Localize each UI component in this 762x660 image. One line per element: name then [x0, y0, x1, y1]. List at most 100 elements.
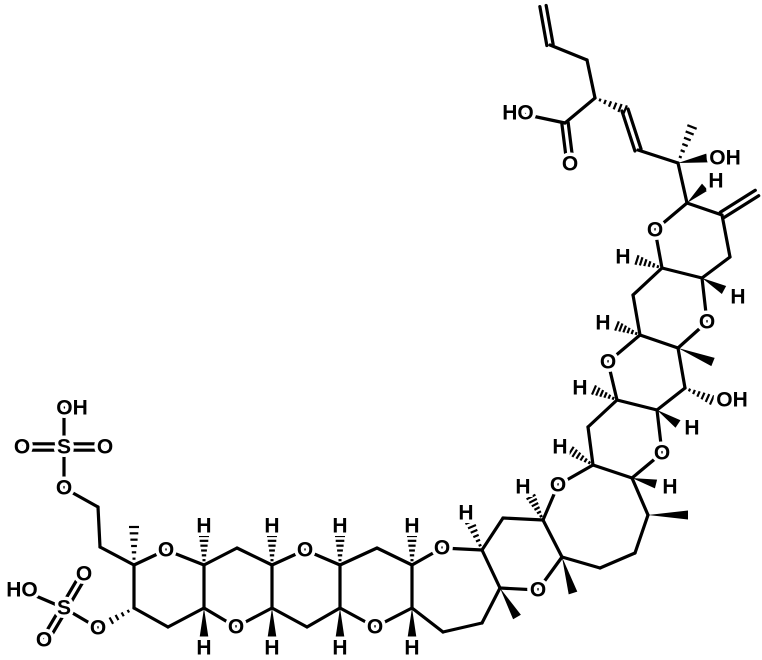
bond — [166, 606, 206, 629]
h-label: H — [708, 170, 723, 193]
hashed-bond — [126, 609, 131, 614]
oh-label: OH — [709, 147, 741, 170]
bond — [636, 148, 680, 165]
h-label: H — [615, 246, 630, 269]
bond — [544, 3, 555, 47]
hashed-bond — [685, 130, 695, 136]
sulfate-o-label: O — [76, 563, 92, 586]
ring-o-label: O — [228, 616, 244, 639]
ring-o-label: O — [530, 579, 546, 602]
h-label: H — [662, 476, 677, 499]
sulfate-oh-label: OH — [56, 397, 88, 420]
h-label: H — [196, 515, 211, 538]
ring-o-label: O — [297, 539, 313, 562]
h-label: H — [572, 377, 587, 400]
bond — [660, 266, 704, 280]
bond — [585, 58, 597, 100]
hashed-bond — [528, 497, 538, 504]
bond — [46, 608, 69, 644]
bond — [410, 546, 444, 567]
bond — [560, 121, 569, 165]
hashed-bond — [651, 262, 656, 268]
ring-o-label: O — [647, 219, 663, 242]
bond — [598, 551, 637, 570]
hashed-bond — [634, 331, 638, 336]
hashed-bond — [700, 392, 706, 400]
bond — [700, 276, 709, 324]
hashed-bond — [603, 99, 607, 105]
bond — [586, 398, 619, 429]
wedge-bond — [687, 183, 708, 203]
hashed-bond — [590, 384, 598, 396]
bond — [480, 516, 505, 552]
bond — [620, 109, 637, 153]
bond — [96, 505, 102, 549]
bond — [410, 606, 445, 634]
bond — [630, 451, 664, 480]
h-label: H — [684, 417, 699, 440]
h-label: H — [595, 312, 610, 335]
ring-o-label: O — [434, 537, 450, 560]
bond — [655, 386, 687, 412]
h-label: H — [404, 515, 419, 538]
bonds — [20, 3, 761, 644]
bond — [541, 518, 564, 559]
bond — [202, 606, 238, 629]
bond — [40, 604, 63, 640]
bond — [440, 546, 484, 552]
hashed-bond — [686, 124, 698, 130]
ring-o-label: O — [699, 311, 715, 334]
hashed-bond — [634, 254, 640, 266]
bond — [626, 107, 643, 151]
hashed-bond — [120, 611, 125, 617]
hashed-bond — [680, 149, 686, 153]
hashed-bond — [614, 320, 620, 332]
h-label: H — [515, 476, 530, 499]
sulfate-o-label: O — [36, 629, 52, 652]
hashed-bond — [612, 102, 618, 110]
s-label: S — [57, 597, 71, 620]
wedge-bond — [678, 153, 708, 163]
bond — [132, 548, 168, 567]
bond — [303, 548, 342, 567]
hashed-bond — [470, 528, 478, 534]
hashed-bond — [467, 523, 477, 530]
wedge-bond — [632, 478, 658, 489]
bond — [630, 476, 650, 517]
hashed-bond — [571, 449, 578, 458]
bond — [638, 333, 680, 350]
bond — [480, 586, 502, 625]
hashed-bond — [696, 390, 701, 398]
hashed-bond — [622, 325, 628, 333]
bond — [538, 4, 549, 48]
hashed-bond — [583, 457, 588, 463]
hashed-bond — [638, 256, 644, 266]
s-label: S — [57, 436, 71, 459]
wedge-bond — [267, 608, 277, 638]
bond — [270, 548, 307, 567]
bond — [441, 621, 484, 634]
bond — [653, 201, 689, 232]
hashed-bond — [472, 533, 480, 539]
hashed-bond — [579, 454, 585, 462]
hashed-bond — [611, 396, 615, 401]
bond — [62, 606, 100, 630]
hashed-bond — [647, 260, 652, 268]
bond — [615, 398, 659, 412]
bond — [536, 555, 564, 592]
bond — [541, 483, 560, 522]
bond — [234, 606, 274, 629]
hashed-bond — [607, 100, 613, 108]
ring-o-label: O — [600, 351, 616, 374]
hashed-bond — [626, 327, 631, 334]
bond — [59, 570, 83, 608]
bond — [606, 333, 642, 364]
ester-o-label: O — [56, 477, 72, 500]
hashed-bond — [643, 258, 648, 267]
bond — [606, 360, 619, 402]
hashed-bond — [618, 323, 624, 332]
wedge-bond — [500, 588, 521, 620]
h-label: H — [552, 436, 567, 459]
